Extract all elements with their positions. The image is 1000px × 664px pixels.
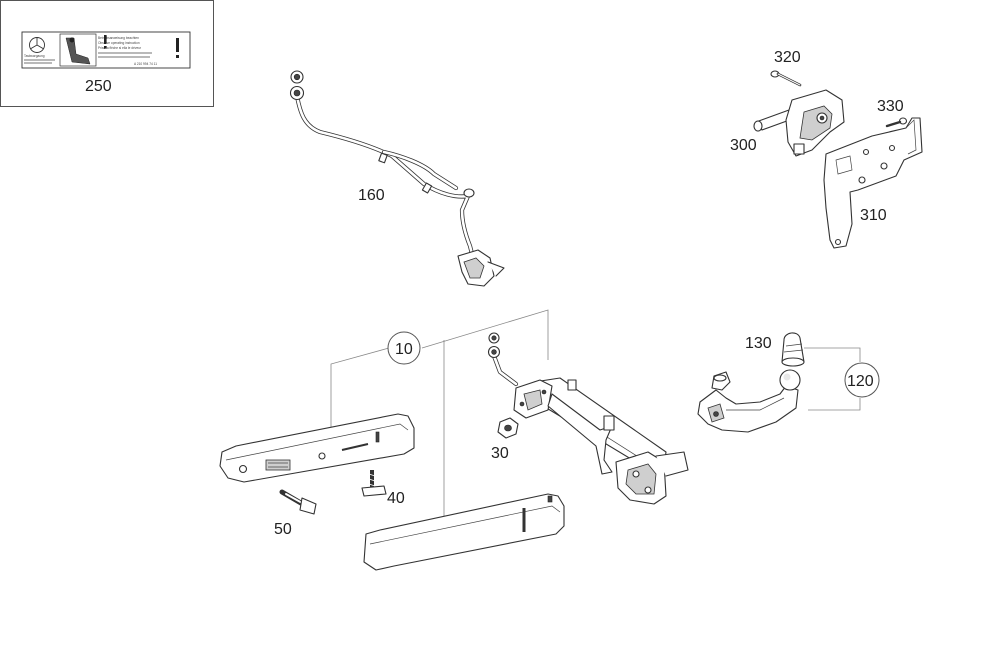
nut-30: 30 (491, 417, 519, 462)
label-part-no: A 210 994 74 11 (134, 62, 157, 66)
label-line-3: Prise la flèche si ella le déveur (98, 46, 142, 50)
tow-hook-pictogram (59, 33, 97, 67)
part-number-130: 130 (745, 335, 772, 352)
part-number-250: 250 (85, 78, 112, 95)
part-number-120: 120 (847, 373, 874, 390)
side-bracket-right (363, 493, 565, 571)
part-number-320: 320 (774, 49, 801, 66)
part-number-330: 330 (877, 98, 904, 115)
label-line-1: Betriebsanweisung beachten (98, 36, 139, 40)
exclamation-icon (104, 35, 107, 49)
grommet-icon (289, 70, 305, 101)
actuator-300 (753, 89, 845, 157)
part-number-10: 10 (395, 341, 413, 358)
towbar-kit-leaders: 10 (330, 309, 549, 520)
harness-connector (457, 188, 505, 287)
label-header: Taskwargaung (24, 54, 45, 58)
label-sticker-group: Taskwargaung Betriebsanweisung beachten … (0, 0, 214, 107)
label-line-2: Observe operating instruction (98, 41, 140, 45)
part-number-30: 30 (491, 445, 509, 462)
ball-neck-group: 120 130 (697, 332, 880, 433)
side-bracket-left (219, 413, 415, 483)
mercedes-star-icon (29, 37, 45, 53)
bracket-310 (823, 117, 923, 249)
part-number-40: 40 (387, 490, 405, 507)
ball-cap-130 (781, 332, 805, 367)
part-number-300: 300 (730, 137, 757, 154)
tow-bar-crossmember (487, 332, 689, 505)
screw-330 (885, 117, 908, 128)
ball-neck-120 (697, 369, 801, 433)
part-number-50: 50 (274, 521, 292, 538)
bolt-40: 40 (361, 470, 405, 507)
part-number-160: 160 (358, 187, 385, 204)
exclamation-icon (176, 38, 179, 58)
part-number-310: 310 (860, 207, 887, 224)
bolt-50: 50 (274, 489, 317, 538)
control-unit-group: 320 330 300 (730, 49, 923, 249)
screw-320 (770, 70, 802, 87)
wiring-harness-160: 160 (289, 70, 505, 287)
grommet-icon (487, 332, 501, 359)
